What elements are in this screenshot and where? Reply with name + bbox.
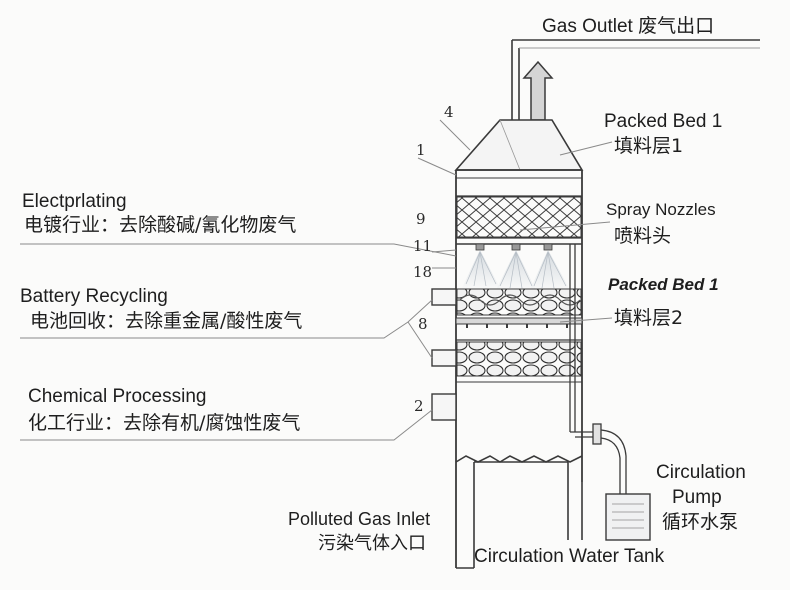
outlet-arrow [522, 60, 554, 121]
circulation-water-tank-label: Circulation Water Tank [474, 546, 665, 567]
packed-bed-1-media [456, 196, 582, 238]
circulation-pump-label-zh: 循环水泵 [662, 511, 739, 533]
packed-bed-2-label-zh: 填料层2 [614, 307, 684, 329]
packed-bed-2-label: Packed Bed 1 [608, 275, 719, 294]
packed-bed-1-label: Packed Bed 1 [604, 111, 723, 132]
callout-number-9: 9 [416, 210, 426, 228]
recirculation-pipe [569, 244, 627, 494]
tower-hood [454, 119, 584, 171]
callout-number-4: 4 [444, 103, 454, 121]
distributor-plate [455, 317, 583, 328]
side-ports [431, 288, 457, 421]
polluted-gas-inlet-label: Polluted Gas Inlet [288, 509, 431, 529]
callout-number-11: 11 [413, 237, 433, 255]
polluted-gas-inlet-label-zh: 污染气体入口 [318, 533, 426, 554]
callout-number-1: 1 [416, 141, 426, 159]
gas-outlet-duct [511, 39, 760, 120]
electroplating-label-zh: 电镀行业：去除酸碱/氰化物废气 [24, 214, 297, 236]
spray-nozzles-label-zh: 喷料头 [614, 225, 672, 247]
liquid-distribution-wave [459, 294, 581, 306]
chemical-processing-label: Chemical Processing [28, 386, 207, 407]
battery-recycling-label: Battery Recycling [20, 286, 168, 307]
packed-bed-2-media-upper [456, 288, 582, 316]
spray-nozzles-label: Spray Nozzles [606, 200, 716, 219]
spray-header [456, 243, 582, 251]
circulation-pump-label-line2: Pump [672, 487, 722, 508]
leader-lines [20, 119, 613, 441]
callout-number-2: 2 [414, 397, 424, 415]
callout-number-8: 8 [418, 315, 428, 333]
packed-bed-media-lower [456, 341, 582, 377]
gas-outlet-label: Gas Outlet 废气出口 [542, 16, 715, 37]
callout-number-18: 18 [413, 263, 433, 281]
battery-recycling-label-zh: 电池回收：去除重金属/酸性废气 [30, 310, 303, 332]
spray-cones [462, 250, 570, 290]
circulation-pump-label-line1: Circulation [656, 462, 746, 483]
circulation-tank [605, 493, 651, 541]
electroplating-label: Electprlating [22, 191, 127, 212]
chemical-processing-label-zh: 化工行业：去除有机/腐蚀性废气 [28, 412, 301, 434]
tower-base [455, 455, 583, 569]
packed-bed-1-label-zh: 填料层1 [614, 135, 684, 157]
